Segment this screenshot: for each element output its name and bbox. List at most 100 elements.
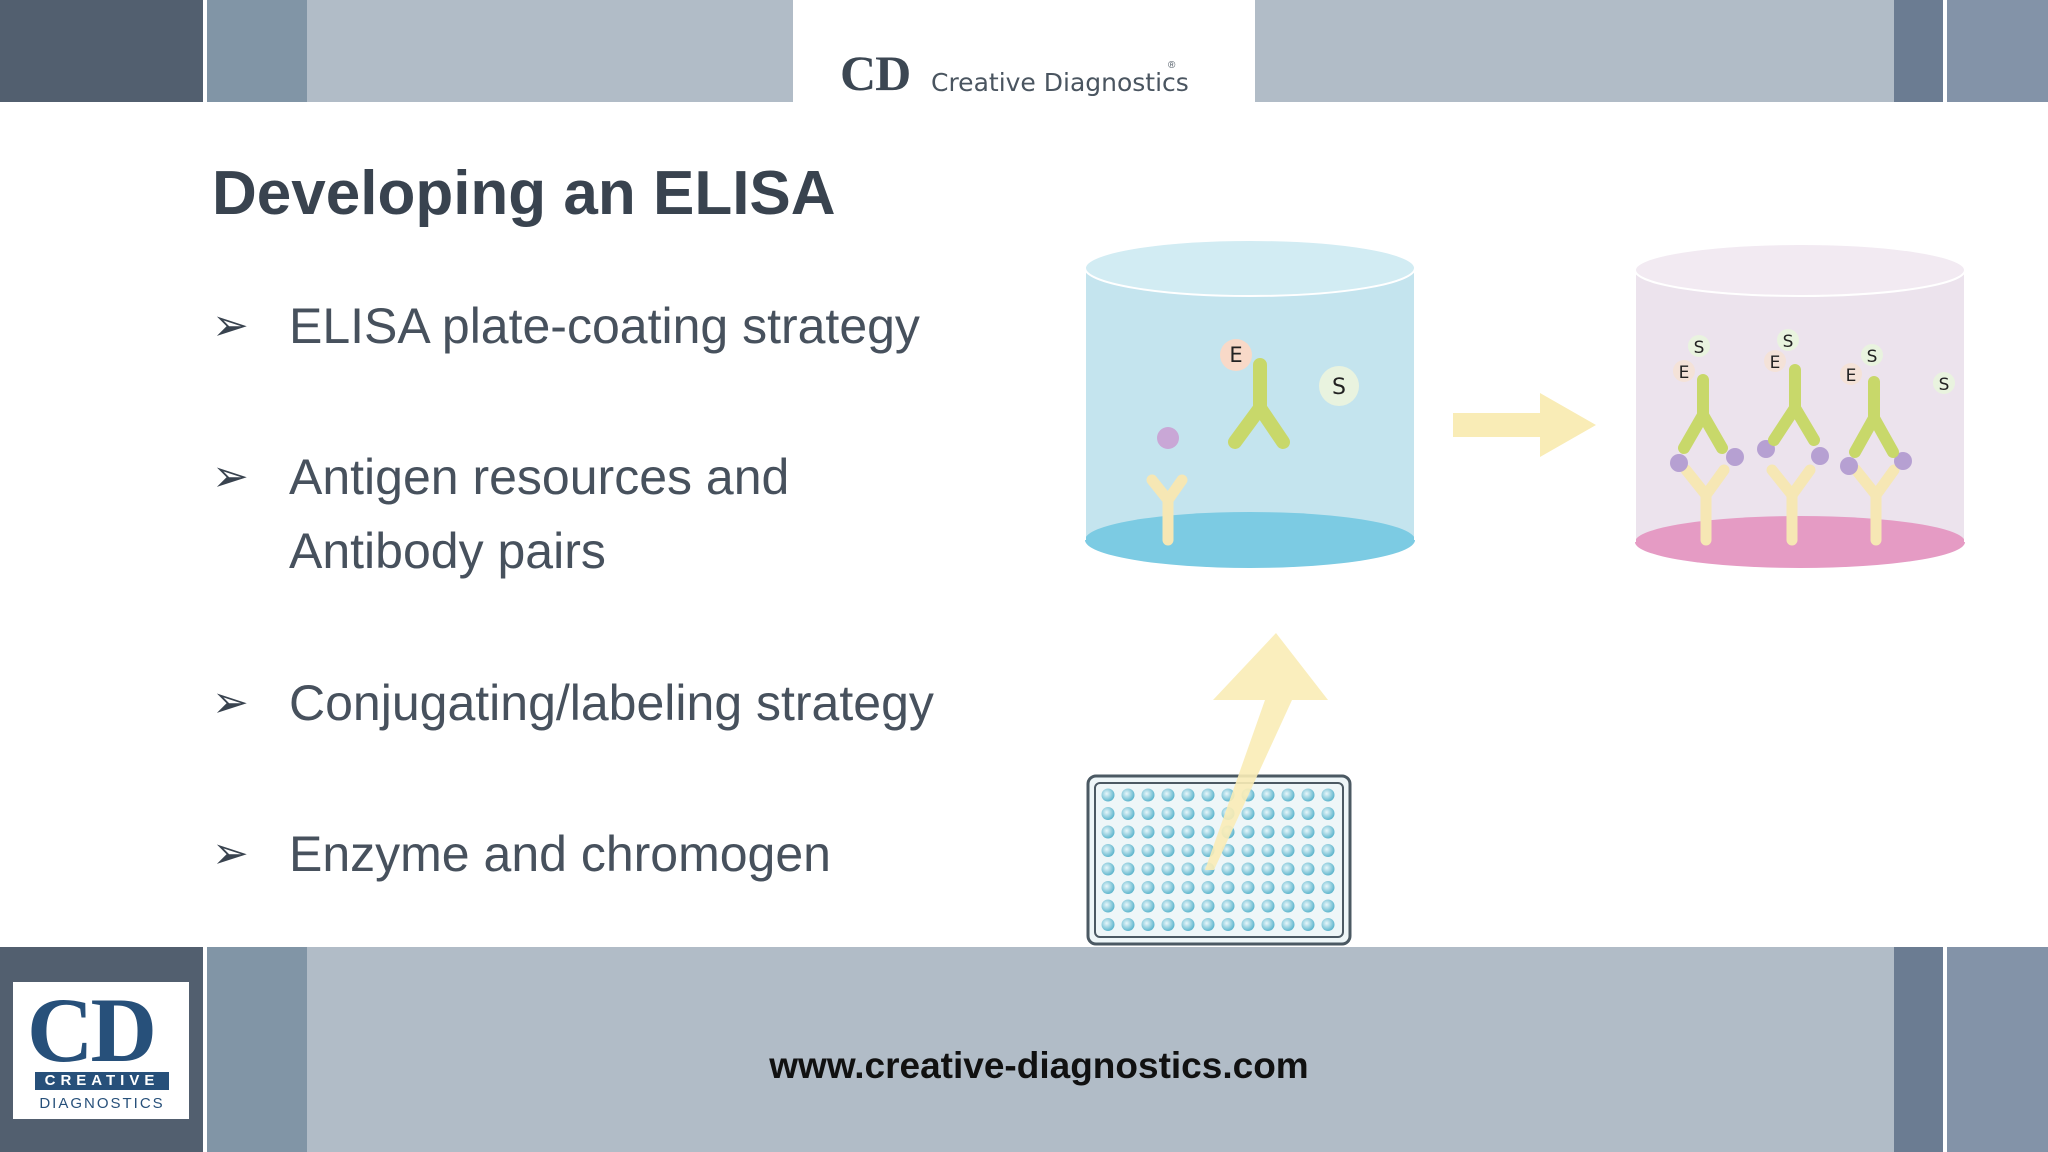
plate-well — [1241, 881, 1255, 894]
plate-well — [1141, 807, 1155, 820]
plate-well — [1161, 881, 1175, 894]
banner-divider — [203, 947, 207, 1152]
plate-well — [1181, 862, 1195, 876]
plate-well — [1121, 918, 1135, 931]
substrate-label: S — [1332, 375, 1346, 400]
bullet-arrow-icon: ➢ — [212, 301, 249, 350]
banner-block — [207, 947, 307, 1152]
plate-well — [1181, 899, 1195, 913]
plate-well — [1301, 807, 1315, 820]
plate-well — [1141, 788, 1155, 802]
plate-well — [1121, 862, 1135, 876]
bullet-arrow-icon: ➢ — [212, 829, 249, 878]
plate-well — [1241, 807, 1255, 820]
plate-well — [1261, 918, 1275, 931]
plate-well — [1101, 862, 1115, 876]
plate-well — [1201, 825, 1215, 839]
antibody-sandwich-icon — [1670, 329, 1955, 546]
plate-well — [1121, 899, 1135, 913]
footer-logo-diagnostics: DIAGNOSTICS — [39, 1095, 165, 1112]
enzyme-label: E — [1846, 366, 1857, 386]
plate-well — [1321, 825, 1335, 839]
plate-well — [1221, 825, 1235, 839]
enzyme-label: E — [1229, 343, 1242, 367]
substrate-label: S — [1939, 375, 1950, 395]
plate-well — [1221, 899, 1235, 913]
plate-well — [1301, 881, 1315, 894]
plate-well — [1241, 899, 1255, 913]
plate-well — [1301, 918, 1315, 931]
left-well: E S — [1084, 239, 1416, 568]
bullet-text: ELISA plate-coating strategy — [289, 298, 920, 354]
enzyme-label: E — [1770, 353, 1781, 373]
plate-well — [1261, 862, 1275, 876]
bullet-text: Conjugating/labeling strategy — [289, 675, 934, 731]
plate-well — [1301, 825, 1315, 839]
plate-well — [1141, 862, 1155, 876]
plate-well — [1201, 899, 1215, 913]
banner-block — [1894, 947, 1943, 1152]
registered-mark: ® — [1168, 60, 1176, 71]
plate-well — [1141, 844, 1155, 857]
plate-well — [1321, 899, 1335, 913]
plate-well — [1301, 788, 1315, 802]
banner-block — [207, 0, 307, 102]
plate-well — [1301, 862, 1315, 876]
plate-well — [1181, 825, 1195, 839]
top-banner — [0, 0, 2048, 102]
plate-well — [1281, 862, 1295, 876]
plate-well — [1261, 899, 1275, 913]
banner-divider — [1943, 947, 1947, 1152]
plate-well — [1221, 788, 1235, 802]
plate-well — [1261, 881, 1275, 894]
plate-well — [1101, 825, 1115, 839]
plate-well — [1321, 844, 1335, 857]
banner-block — [1947, 947, 2048, 1152]
plate-well — [1141, 918, 1155, 931]
banner-block — [1894, 0, 1943, 102]
footer-logo[interactable]: CD CREATIVE DIAGNOSTICS — [13, 982, 189, 1119]
plate-well — [1121, 788, 1135, 802]
plate-well — [1221, 807, 1235, 820]
enzyme-icon — [1220, 339, 1252, 371]
plate-well — [1121, 844, 1135, 857]
plate-well — [1261, 788, 1275, 802]
plate-well — [1281, 881, 1295, 894]
plate-well — [1101, 807, 1115, 820]
plate-well — [1281, 918, 1295, 931]
plate-well — [1241, 844, 1255, 857]
banner-block — [307, 0, 793, 102]
capture-antibody-icon — [1146, 474, 1188, 546]
plate-well — [1301, 899, 1315, 913]
plate-well — [1321, 918, 1335, 931]
substrate-icon — [1319, 366, 1359, 406]
plate-well — [1121, 881, 1135, 894]
plate-well — [1101, 844, 1115, 857]
bullet-text: Antibody pairs — [289, 523, 606, 579]
plate-well — [1281, 788, 1295, 802]
plate-well — [1281, 844, 1295, 857]
right-well: E E E S S S S — [1634, 243, 1966, 568]
microplate-icon — [1086, 774, 1352, 946]
plate-well — [1241, 918, 1255, 931]
plate-well — [1261, 825, 1275, 839]
plate-well — [1281, 899, 1295, 913]
bullet-arrow-icon: ➢ — [212, 452, 249, 501]
detection-antibody-icon — [1228, 358, 1290, 449]
plate-well — [1161, 825, 1175, 839]
plate-well — [1201, 881, 1215, 894]
plate-well — [1161, 918, 1175, 931]
substrate-label: S — [1867, 347, 1878, 367]
plate-well — [1161, 807, 1175, 820]
header-logo[interactable]: CD Creative Diagnostics ® — [793, 0, 1255, 102]
website-link[interactable]: www.creative-diagnostics.com — [769, 1045, 1309, 1086]
banner-block — [0, 0, 203, 102]
plate-well — [1301, 844, 1315, 857]
plate-well — [1121, 825, 1135, 839]
plate-well — [1121, 807, 1135, 820]
banner-block — [1255, 0, 1894, 102]
plate-well — [1101, 918, 1115, 931]
plate-well — [1201, 844, 1215, 857]
plate-well — [1161, 788, 1175, 802]
right-arrow-icon — [1453, 393, 1596, 457]
